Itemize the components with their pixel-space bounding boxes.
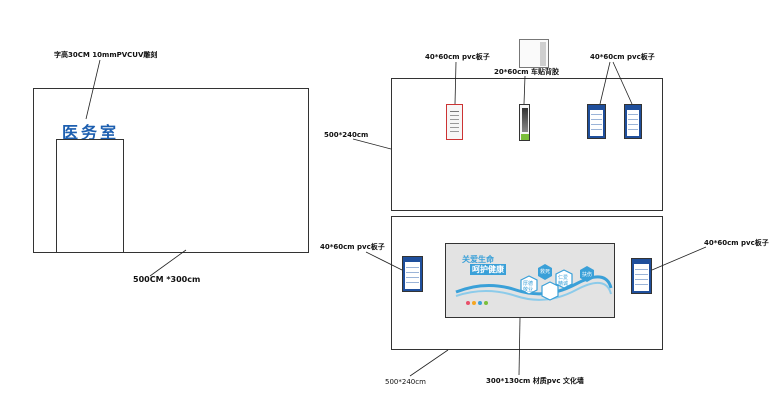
culture-wall: 关爱生命 呵护健康 厚德 敬业 仁爱 精诚 救死 扶伤 (445, 243, 615, 318)
hex-word-4: 精诚 (558, 281, 569, 287)
upper-wall-dimension: 500*240cm (324, 131, 369, 139)
left-wall-dimension: 500CM *300cm (133, 275, 201, 284)
culture-wall-graphic (455, 264, 613, 305)
lower-board-right (631, 258, 652, 294)
upper-board-1 (446, 104, 463, 140)
hex-word-6: 扶伤 (582, 272, 593, 278)
eye-chart-board (519, 104, 530, 141)
hex-word-1: 厚德 (523, 281, 534, 287)
hex-word-2: 敬业 (523, 287, 534, 293)
left-wall-note: 字高30CM 10mmPVCUV雕刻 (54, 51, 158, 59)
eye-chart-sticker-preview-edge (540, 42, 546, 66)
clinic-sign: 医务室 (62, 123, 120, 142)
upper-board-3 (624, 104, 642, 139)
eye-chart-label: 20*60cm 车贴背胶 (494, 68, 560, 76)
upper-board-left-label: 40*60cm pvc板子 (425, 53, 490, 61)
hex-word-5: 救死 (540, 269, 551, 275)
lower-board-right-label: 40*60cm pvc板子 (704, 239, 769, 247)
culture-wall-label: 300*130cm 材质pvc 文化墙 (486, 377, 584, 385)
slogan-line2: 呵护健康 (470, 264, 506, 275)
upper-board-2 (587, 104, 606, 139)
upper-board-right-label: 40*60cm pvc板子 (590, 53, 655, 61)
lower-wall-dimension: 500*240cm (385, 378, 426, 386)
lower-board-left-label: 40*60cm pvc板子 (320, 243, 385, 251)
door (56, 139, 124, 253)
slogan-line1: 关爱生命 (462, 255, 494, 264)
upper-right-wall (391, 78, 663, 211)
hex-word-3: 仁爱 (558, 275, 569, 281)
lower-board-left (402, 256, 423, 292)
